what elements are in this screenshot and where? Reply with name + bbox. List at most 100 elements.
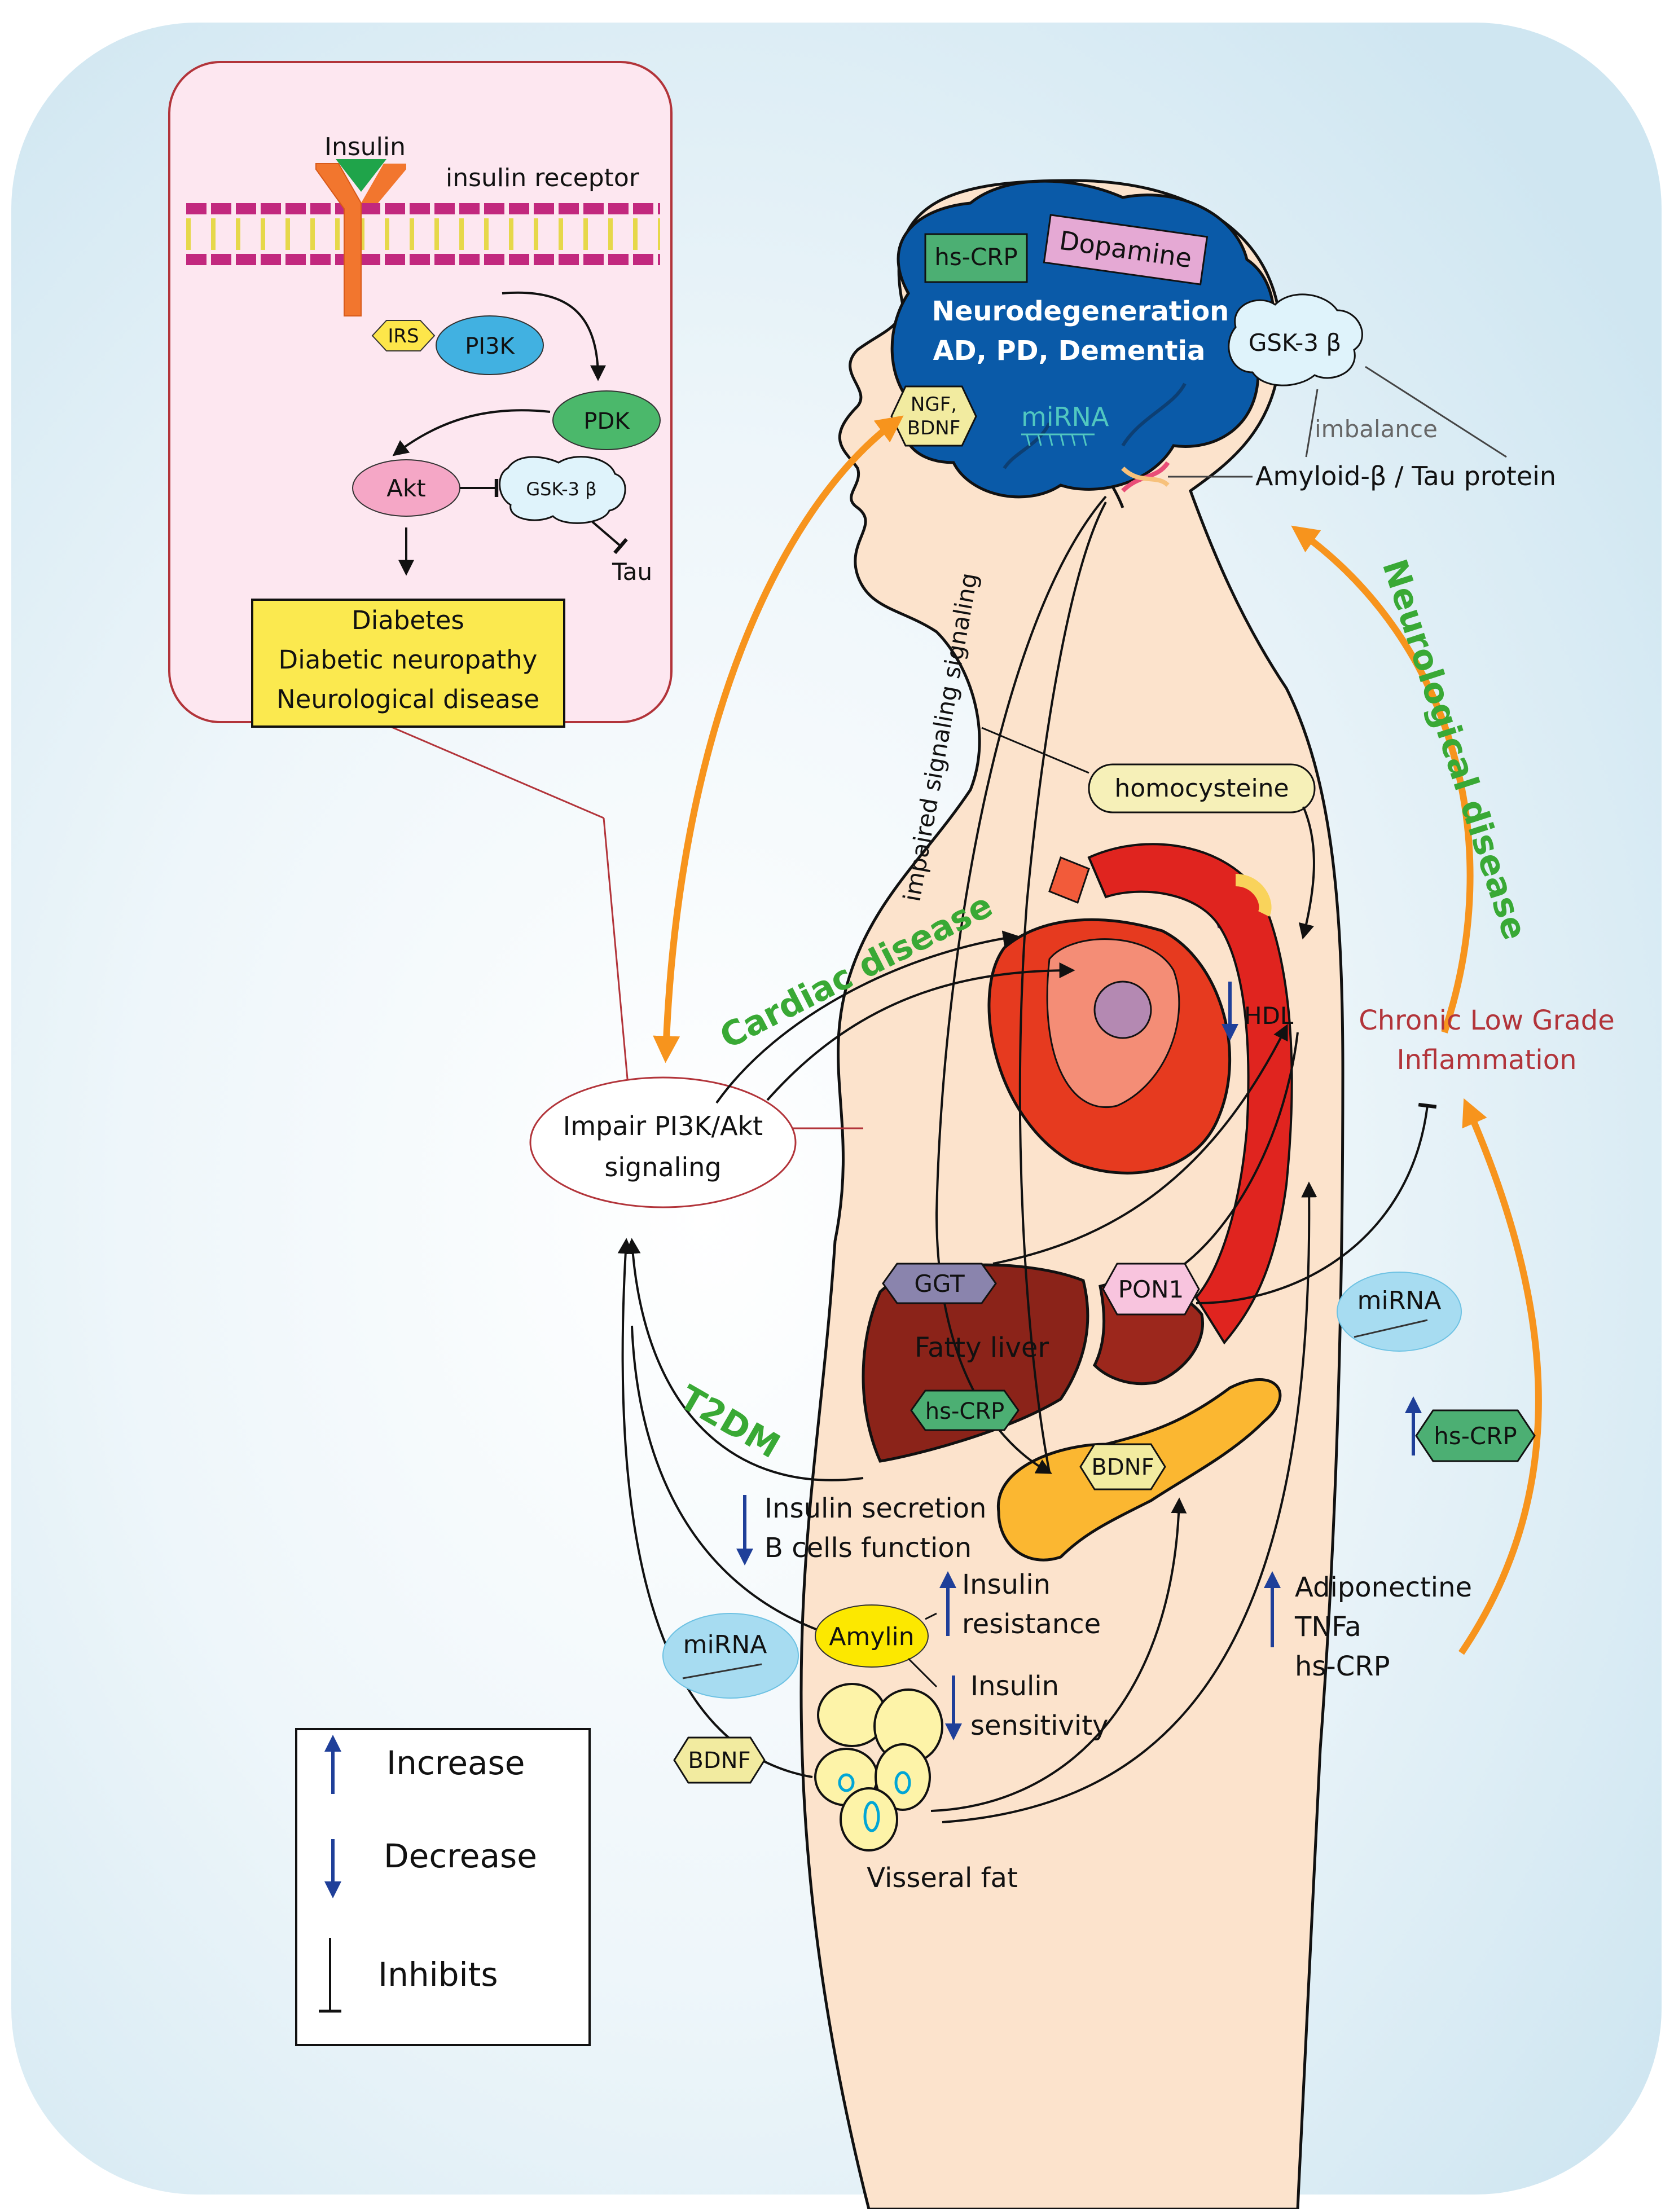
arrow-impair-heart — [715, 930, 1019, 1104]
homocysteine-box — [1088, 763, 1316, 813]
arrow-homocysteine-heart — [1298, 806, 1315, 940]
orange-arrow-neuro — [1291, 525, 1474, 1034]
pon1-label: PON1 — [1118, 1276, 1184, 1303]
gsk3b-cloud-inset — [499, 456, 626, 524]
homocysteine-label: homocysteine — [1114, 774, 1289, 803]
amylin-node — [815, 1604, 929, 1668]
outcome-neurological: Neurological disease — [276, 684, 539, 714]
arrow-pdk-akt — [392, 409, 551, 456]
mirna-brain-label: miRNA — [1021, 402, 1109, 432]
gsk3b-brain-label: GSK-3 β — [1249, 329, 1341, 357]
mirna-right-label: miRNA — [1357, 1286, 1442, 1315]
ggt-hexagon — [882, 1263, 997, 1304]
hs-crp-brain-label: hs-CRP — [934, 243, 1018, 271]
pancreas-bdnf-hexagon — [1079, 1443, 1166, 1490]
insulin-resistance-line2: resistance — [962, 1608, 1101, 1640]
homocysteine-link — [981, 727, 1089, 774]
orange-arrow-brain-impair — [653, 415, 904, 1063]
legend-increase-label: Increase — [386, 1744, 525, 1782]
outcome-neuropathy: Diabetic neuropathy — [279, 645, 538, 675]
imbalance-label: imbalance — [1315, 415, 1438, 443]
arrow-fat-aorta — [942, 1181, 1317, 1823]
inset-connector — [603, 817, 633, 1129]
outcome-diabetes: Diabetes — [352, 605, 464, 635]
insulin-triangle — [336, 159, 386, 192]
line-pon1-hdl — [1184, 1032, 1299, 1265]
outcomes-box — [251, 599, 565, 728]
neurodegeneration-subtitle: AD, PD, Dementia — [933, 335, 1206, 367]
insulin-receptor-label: insulin receptor — [446, 164, 640, 192]
mirna-brain-strand — [1021, 433, 1095, 446]
ngf-label: NGF, — [911, 393, 957, 416]
orange-arrow-inflammation — [1458, 1098, 1542, 1655]
legend-decrease-label: Decrease — [384, 1837, 537, 1875]
gsk-line — [1365, 366, 1507, 458]
gsk-line — [1305, 389, 1319, 458]
irs-hexagon — [371, 320, 436, 351]
mirna-left-strand — [682, 1663, 762, 1679]
impair-pi3k-line2: signaling — [604, 1152, 721, 1182]
ggt-label: GGT — [914, 1270, 965, 1298]
impair-pi3k-line1: Impair PI3K/Akt — [563, 1111, 763, 1141]
insulin-label: Insulin — [324, 133, 406, 161]
legend-box — [295, 1728, 591, 2046]
tnfa-label: TNFa — [1294, 1611, 1361, 1643]
bdnf-brain-label: BDNF — [907, 417, 961, 439]
dna-icon — [1121, 461, 1170, 492]
mirna-right-bubble — [1337, 1272, 1462, 1352]
arrow-pi3k-pdk — [502, 291, 606, 381]
irs-label: IRS — [388, 325, 419, 348]
amylin-link — [925, 1612, 937, 1620]
hs-crp-brain-box — [924, 233, 1028, 283]
arrow-amylin-impair — [631, 1325, 836, 1637]
arrow-impair-heart-2 — [766, 962, 1075, 1101]
amylin-label: Amylin — [829, 1622, 914, 1651]
arrow-impaired-signaling-return — [1018, 502, 1107, 1473]
insulin-sensitivity-line1: Insulin — [970, 1670, 1059, 1702]
liver-hs-crp-label: hs-CRP — [925, 1399, 1004, 1424]
gsk3b-cloud-brain — [1228, 293, 1363, 386]
tau-label: Tau — [612, 558, 652, 586]
pdk-label: PDK — [583, 408, 630, 434]
plaque — [1235, 874, 1272, 917]
chronic-inflammation-line1: Chronic Low Grade — [1359, 1005, 1615, 1036]
cell-membrane — [186, 203, 660, 265]
mirna-left-bubble — [662, 1613, 799, 1699]
impair-pi3k-node — [529, 1076, 797, 1208]
amylin-link — [907, 1657, 938, 1688]
amyloid-label: Amyloid-β / Tau protein — [1255, 461, 1556, 491]
pancreas-bdnf-label: BDNF — [1091, 1454, 1154, 1480]
bdnf-left-label: BDNF — [688, 1748, 750, 1774]
hs-crp-right-label: hs-CRP — [1434, 1422, 1517, 1450]
legend-inhibits-label: Inhibits — [378, 1955, 498, 1994]
akt-label: Akt — [386, 474, 426, 502]
pi3k-node — [436, 315, 544, 375]
mirna-left-label: miRNA — [683, 1630, 767, 1659]
b-cells-label: B cells function — [764, 1532, 972, 1564]
inhibit-gsk-tau — [591, 521, 628, 555]
insulin-sensitivity-line2: sensitivity — [970, 1710, 1108, 1742]
arrow-fat-pancreas — [930, 1497, 1187, 1812]
chronic-inflammation-line2: Inflammation — [1396, 1044, 1576, 1076]
insulin-receptor-shape — [315, 163, 362, 316]
neurodegeneration-title: Neurodegeneration — [932, 296, 1229, 327]
bdnf-left-hexagon — [673, 1736, 766, 1784]
brain-fold — [1121, 382, 1187, 447]
arrow-ggt-hdl — [992, 1023, 1288, 1265]
insulin-receptor-shape — [361, 164, 406, 203]
brain-fold — [1003, 422, 1051, 469]
hs-crp-right-hexagon — [1415, 1409, 1536, 1462]
hs-crp-bottom-label: hs-CRP — [1295, 1651, 1390, 1682]
visseral-fat-label: Visseral fat — [867, 1862, 1018, 1894]
insulin-secretion-label: Insulin secretion — [764, 1493, 986, 1524]
gsk3b-inset-label: GSK-3 β — [526, 478, 596, 500]
liver-hs-crp-hexagon — [910, 1389, 1020, 1431]
dopamine-box — [1043, 214, 1209, 285]
insulin-resistance-line1: Insulin — [962, 1569, 1051, 1600]
arrow-liver-impair — [625, 1238, 864, 1481]
heart — [987, 856, 1242, 1175]
mirna-right-strand — [1354, 1319, 1428, 1338]
pi3k-label: PI3K — [465, 333, 515, 359]
